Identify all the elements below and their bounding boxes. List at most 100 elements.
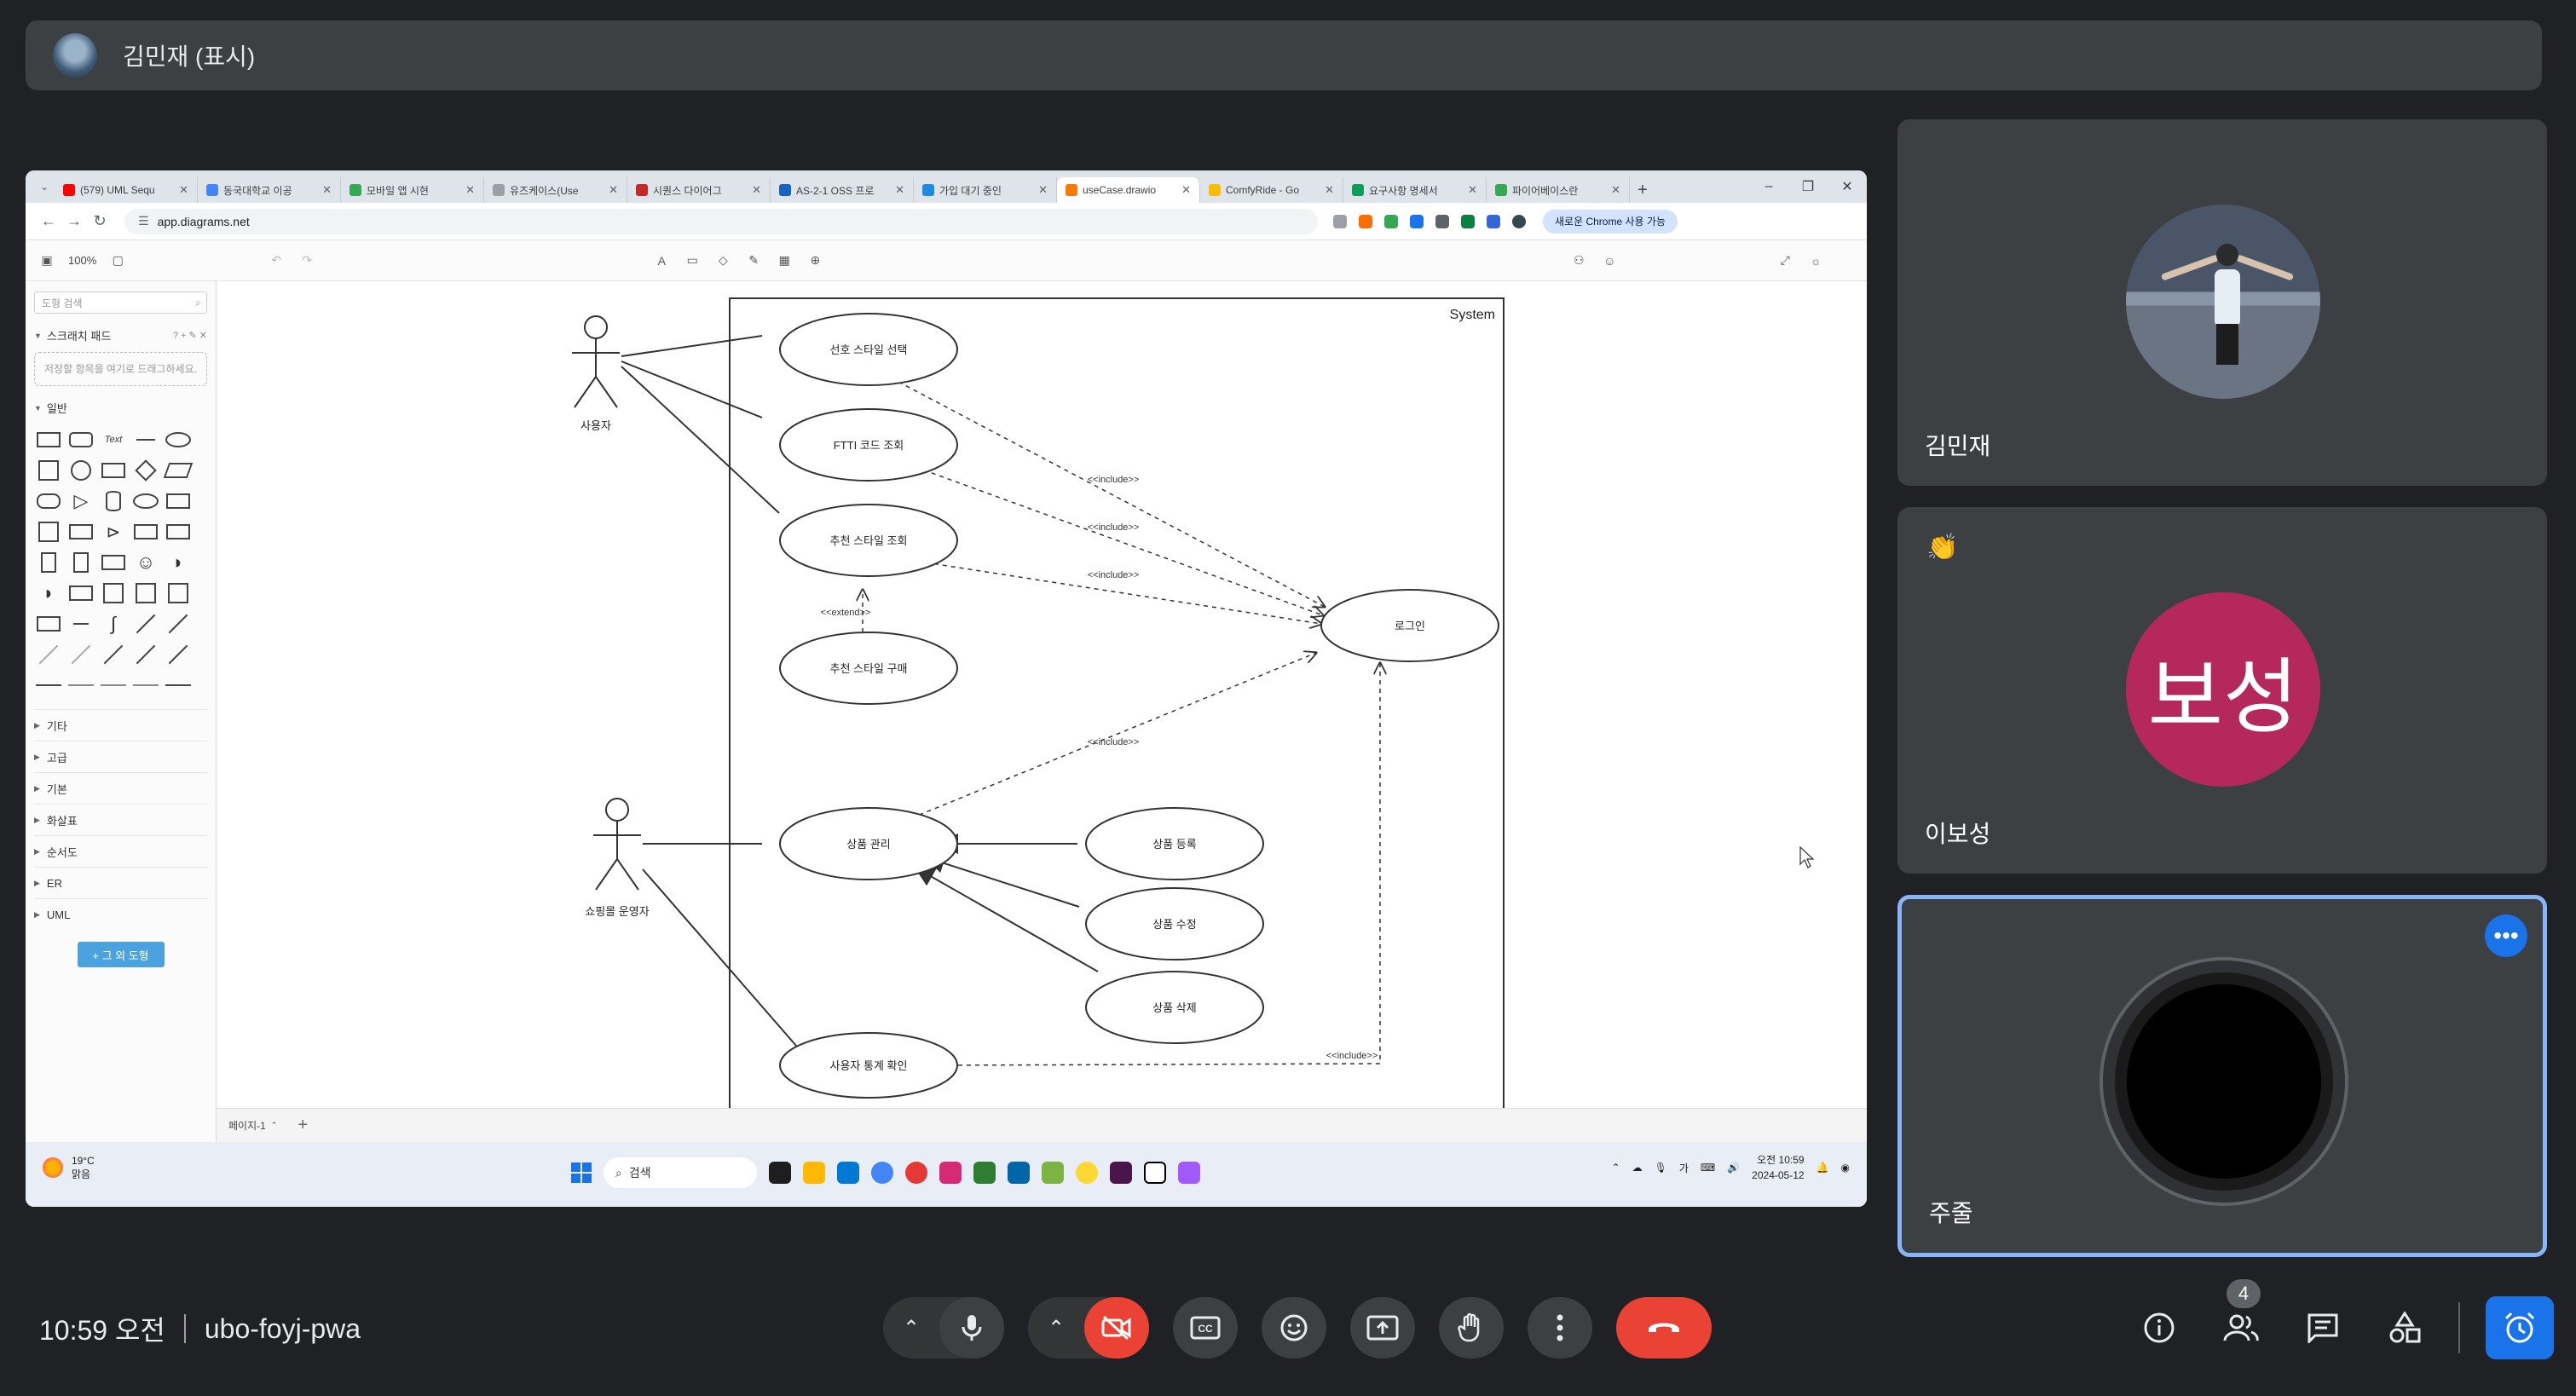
note-shape[interactable] (34, 547, 63, 578)
system-boundary[interactable] (729, 297, 1505, 1108)
redo-icon[interactable]: ↷ (302, 253, 313, 267)
process-shape[interactable] (99, 455, 128, 486)
rounded-rectangle-shape[interactable] (66, 424, 95, 455)
browser-tab[interactable]: 유즈케이스(Use✕ (484, 177, 627, 203)
connector-shape[interactable] (99, 639, 128, 670)
and-shape[interactable]: ◗ (43, 582, 55, 603)
volume-icon[interactable]: 🔊 (1727, 1162, 1741, 1174)
people-button[interactable]: 4 (2213, 1279, 2269, 1356)
minimize-icon[interactable]: – (1765, 179, 1773, 193)
close-tab-icon[interactable]: ✕ (1468, 183, 1477, 196)
figma-icon[interactable] (1178, 1162, 1200, 1184)
more-options-icon[interactable]: ••• (2485, 914, 2527, 957)
kakaotalk-icon[interactable] (1076, 1162, 1098, 1184)
association-shape[interactable] (164, 670, 193, 701)
vscode-icon[interactable] (1008, 1162, 1030, 1184)
dotted-arrow-shape[interactable] (131, 670, 160, 701)
close-window-icon[interactable]: ✕ (1841, 180, 1853, 194)
video-options-icon[interactable]: ⌃ (1047, 1316, 1066, 1340)
general-header[interactable]: ▼ 일반 (34, 400, 207, 416)
file-explorer-icon[interactable] (803, 1162, 825, 1184)
square-shape[interactable] (34, 455, 63, 486)
directional-connector-shape[interactable] (164, 639, 193, 670)
uc-manage[interactable] (779, 807, 958, 880)
uc-ftti[interactable] (779, 408, 958, 482)
textbox-shape[interactable] (131, 424, 160, 455)
more-options-button[interactable] (1528, 1297, 1592, 1359)
shapes-tool-icon[interactable]: ◇ (718, 253, 728, 267)
close-tab-icon[interactable]: ✕ (322, 183, 332, 196)
browser-tab[interactable]: AS-2-1 OSS 프로✕ (771, 177, 914, 203)
camera-off-button[interactable] (1084, 1297, 1149, 1359)
freehand-tool-icon[interactable]: ✎ (748, 253, 760, 267)
app-icon[interactable] (973, 1162, 996, 1184)
uc-pref-style[interactable] (779, 313, 958, 386)
extension-icon[interactable] (1461, 214, 1475, 228)
close-tab-icon[interactable]: ✕ (465, 183, 475, 196)
close-tab-icon[interactable]: ✕ (752, 183, 761, 196)
shape-search-input[interactable]: 도형 검색 ⌕ (34, 291, 207, 314)
profile-icon[interactable] (1512, 214, 1526, 228)
uc-buy[interactable] (779, 632, 958, 705)
site-info-icon[interactable]: ☰ (138, 214, 149, 228)
browser-tab[interactable]: 파이어베이스란✕ (1487, 177, 1630, 203)
rectangle-tool-icon[interactable]: ▭ (686, 253, 698, 267)
table-tool-icon[interactable]: ▦ (778, 253, 790, 267)
restore-icon[interactable]: ❐ (1801, 180, 1815, 194)
page-tab[interactable]: 페이지-1 (228, 1120, 266, 1132)
comments-icon[interactable]: ☺ (1603, 253, 1616, 268)
document-shape[interactable] (164, 486, 193, 516)
participant-tile[interactable]: 👏 보성 이보성 (1897, 507, 2547, 874)
notification-icon[interactable]: 🔔 (1816, 1162, 1829, 1174)
diamond-shape[interactable] (131, 455, 160, 486)
parallelogram-shape[interactable] (163, 455, 193, 486)
triangle-shape[interactable]: ▷ (73, 490, 89, 511)
cloud-shape[interactable] (131, 486, 160, 516)
dashed-line-shape[interactable] (34, 639, 63, 670)
ime-indicator[interactable]: 가 (1678, 1162, 1689, 1174)
diagram-canvas[interactable]: System 사용자 쇼핑몰 운영자 (217, 281, 1867, 1108)
dashed-connector-shape[interactable] (66, 670, 95, 701)
internal-storage-shape[interactable] (34, 516, 63, 547)
reload-icon[interactable]: ↻ (93, 212, 107, 229)
browser-tab[interactable]: useCase.drawio✕ (1057, 177, 1200, 203)
ellipse-shape[interactable] (164, 424, 193, 455)
scratchpad-drop-area[interactable]: 저장할 항목을 여기로 드래그하세요. (34, 352, 207, 386)
frame-shape[interactable] (99, 578, 128, 609)
list-shape[interactable] (34, 609, 63, 639)
puzzle-icon[interactable] (1487, 214, 1500, 228)
microphone-button[interactable] (939, 1297, 1004, 1359)
close-tab-icon[interactable]: ✕ (1325, 183, 1334, 196)
meeting-info-button[interactable] (2131, 1300, 2187, 1356)
shape-library-item[interactable]: ▶기본 (34, 772, 207, 804)
card-shape[interactable] (66, 547, 95, 578)
fullscreen-icon[interactable]: ⤢ (1780, 253, 1790, 267)
uc-register[interactable] (1085, 807, 1264, 880)
dotted-line-shape[interactable] (66, 639, 95, 670)
dashed-arrow-shape[interactable] (99, 670, 128, 701)
actor-operator[interactable] (593, 798, 641, 891)
extension-icon[interactable] (1333, 214, 1347, 228)
browser-tab[interactable]: 모바일 앱 시현✕ (341, 177, 484, 203)
mic-tray-icon[interactable]: 🎙 (1654, 1162, 1667, 1174)
undo-icon[interactable]: ↶ (271, 253, 282, 267)
text-shape[interactable]: Text (104, 435, 123, 445)
page-menu-icon[interactable]: ⌃ (270, 1121, 278, 1129)
back-icon[interactable]: ← (41, 212, 56, 229)
tape-shape[interactable] (164, 516, 193, 547)
uc-edit[interactable] (1085, 887, 1264, 960)
cube-shape[interactable] (66, 516, 95, 547)
scratchpad-actions-icon[interactable]: ? + ✎ ✕ (172, 331, 207, 341)
chrome-update-button[interactable]: 새로운 Chrome 사용 가능 (1543, 209, 1678, 234)
uc-recommend[interactable] (779, 504, 958, 577)
browser-tab[interactable]: 가입 대기 중인✕ (914, 177, 1057, 203)
audio-options-icon[interactable]: ⌃ (902, 1316, 921, 1340)
close-tab-icon[interactable]: ✕ (1611, 183, 1620, 196)
close-tab-icon[interactable]: ✕ (1181, 183, 1191, 196)
shape-library-item[interactable]: ▶순서도 (34, 835, 207, 867)
circle-shape[interactable] (66, 455, 95, 486)
shape-library-item[interactable]: ▶UML (34, 898, 207, 930)
app-icon[interactable] (1042, 1162, 1064, 1184)
slack-icon[interactable] (1110, 1162, 1132, 1184)
format-panel-icon[interactable]: ▣ (41, 253, 53, 267)
